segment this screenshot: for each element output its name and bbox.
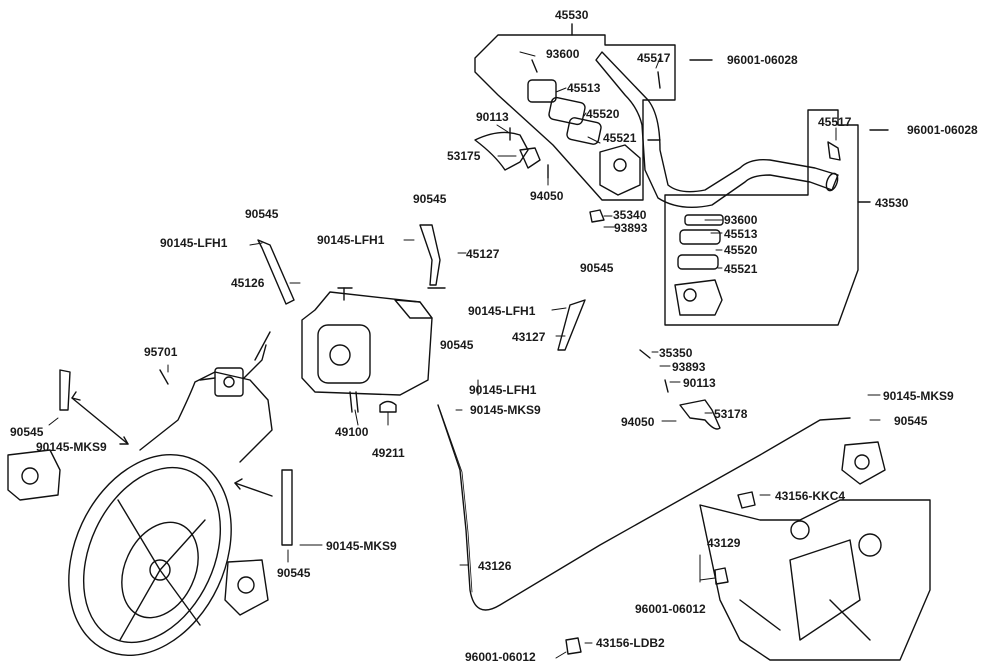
part-label-90545[interactable]: 90545 (894, 414, 928, 428)
small-hoses (59, 224, 586, 546)
part-label-43127[interactable]: 43127 (512, 330, 546, 344)
leader-lines (48, 51, 881, 659)
front-hose-drawing (139, 239, 295, 463)
part-label-45521[interactable]: 45521 (603, 131, 637, 145)
part-label-93600[interactable]: 93600 (546, 47, 580, 61)
front-wheel-drawing (68, 453, 232, 657)
part-label-45520[interactable]: 45520 (724, 243, 758, 257)
part-label-90145-LFH1[interactable]: 90145-LFH1 (317, 233, 385, 247)
part-label-43129[interactable]: 43129 (707, 536, 741, 550)
part-label-45517[interactable]: 45517 (637, 51, 671, 65)
part-label-90145-MKS9[interactable]: 90145-MKS9 (326, 539, 397, 553)
part-label-93893[interactable]: 93893 (614, 221, 648, 235)
part-label-45513[interactable]: 45513 (724, 227, 758, 241)
part-label-45513[interactable]: 45513 (567, 81, 601, 95)
part-label-90545[interactable]: 90545 (10, 425, 44, 439)
part-label-43126[interactable]: 43126 (478, 559, 512, 573)
part-label-43530[interactable]: 43530 (875, 196, 909, 210)
part-label-93893[interactable]: 93893 (672, 360, 706, 374)
part-label-90545[interactable]: 90545 (440, 338, 474, 352)
part-label-45126[interactable]: 45126 (231, 276, 265, 290)
part-label-96001-06028[interactable]: 96001-06028 (727, 53, 798, 67)
part-label-45520[interactable]: 45520 (586, 107, 620, 121)
part-label-90145-LFH1[interactable]: 90145-LFH1 (468, 304, 536, 318)
abs-unit-drawing (301, 287, 433, 413)
part-label-94050[interactable]: 94050 (530, 189, 564, 203)
part-label-90113[interactable]: 90113 (683, 376, 716, 390)
part-label-90145-MKS9[interactable]: 90145-MKS9 (883, 389, 954, 403)
part-label-49100[interactable]: 49100 (335, 425, 369, 439)
part-label-90545[interactable]: 90545 (413, 192, 447, 206)
part-label-90145-MKS9[interactable]: 90145-MKS9 (36, 440, 107, 454)
part-label-90545[interactable]: 90545 (277, 566, 311, 580)
part-label-90545[interactable]: 90545 (245, 207, 279, 221)
part-label-96001-06012[interactable]: 96001-06012 (465, 650, 536, 664)
part-label-96001-06028[interactable]: 96001-06028 (907, 123, 978, 137)
part-label-94050[interactable]: 94050 (621, 415, 655, 429)
calipers (7, 441, 886, 616)
hose-clips (565, 491, 756, 655)
part-label-43156-LDB2[interactable]: 43156-LDB2 (596, 636, 665, 650)
group-box-right (664, 109, 859, 326)
part-label-95701[interactable]: 95701 (144, 345, 178, 359)
right-master-cylinder (589, 59, 889, 316)
group-box-left (474, 34, 676, 201)
part-label-45521[interactable]: 45521 (724, 262, 758, 276)
part-label-43156-KKC4[interactable]: 43156-KKC4 (775, 489, 846, 503)
right-lever (639, 349, 721, 430)
left-master-cylinder (474, 59, 661, 196)
part-label-35350[interactable]: 35350 (659, 346, 693, 360)
part-label-93600[interactable]: 93600 (724, 213, 758, 227)
arrows (71, 287, 446, 497)
part-label-96001-06012[interactable]: 96001-06012 (635, 602, 706, 616)
part-label-45517[interactable]: 45517 (818, 115, 852, 129)
part-label-90545[interactable]: 90545 (580, 261, 614, 275)
part-label-49211[interactable]: 49211 (372, 446, 405, 460)
part-label-53178[interactable]: 53178 (714, 407, 748, 421)
part-label-35340[interactable]: 35340 (613, 208, 647, 222)
part-label-53175[interactable]: 53175 (447, 149, 481, 163)
part-label-90113[interactable]: 90113 (476, 110, 509, 124)
part-label-90145-LFH1[interactable]: 90145-LFH1 (469, 383, 537, 397)
part-label-45530[interactable]: 45530 (555, 8, 589, 22)
part-label-45127[interactable]: 45127 (466, 247, 500, 261)
part-label-90145-MKS9[interactable]: 90145-MKS9 (470, 403, 541, 417)
handlebar-drawing (595, 51, 839, 208)
rear-brake-line (437, 404, 851, 611)
frame-drawing (699, 499, 931, 661)
part-label-90145-LFH1[interactable]: 90145-LFH1 (160, 236, 228, 250)
